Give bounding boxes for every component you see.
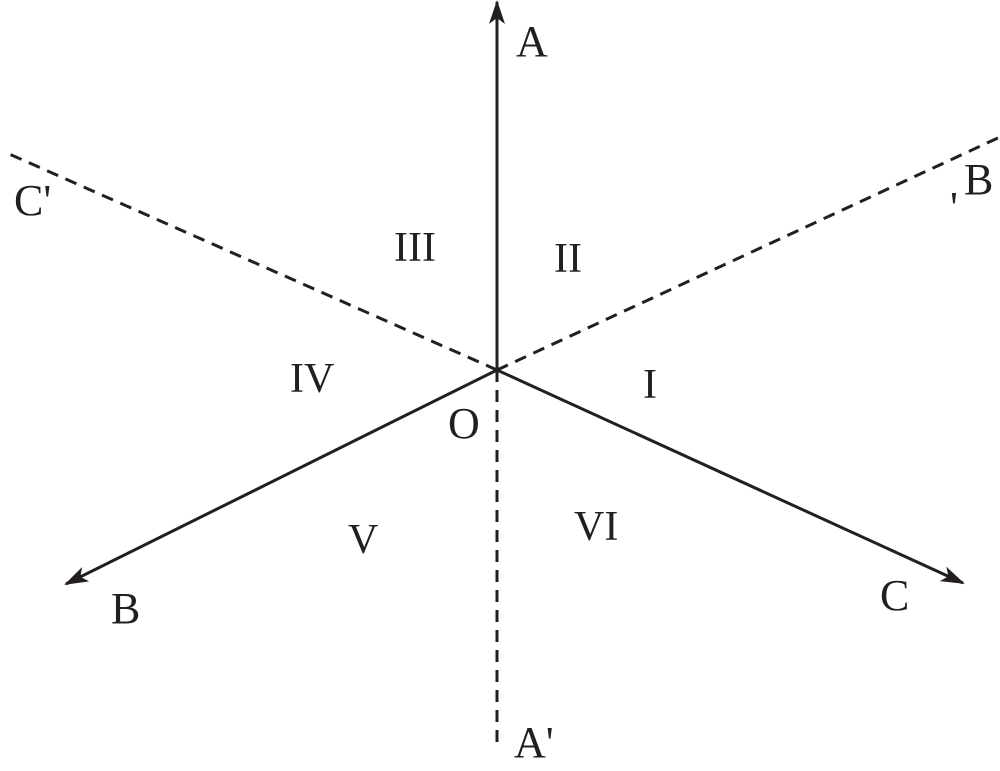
axis-c-line — [496, 368, 965, 585]
axis-b-label: B — [111, 584, 140, 633]
axis-c-prime-line — [6, 151, 498, 372]
axis-a-prime-label: A' — [514, 718, 554, 767]
axis-b-prime-line — [496, 135, 1000, 372]
region-label-iii: III — [394, 225, 436, 271]
region-label-vi: VI — [574, 504, 618, 550]
axis-b-prime-label: B — [964, 155, 993, 204]
axis-c-label: C — [880, 571, 909, 620]
axis-c-prime-label: C' — [14, 176, 51, 225]
origin-label: O — [448, 399, 480, 448]
region-label-v: V — [348, 517, 378, 563]
region-label-iv: IV — [290, 356, 334, 402]
axis-b-line — [64, 368, 498, 586]
axis-a-label: A — [516, 17, 548, 66]
axis-b-prime-mark: ' — [950, 183, 958, 232]
region-label-i: I — [643, 362, 657, 408]
region-label-ii: II — [554, 236, 582, 282]
